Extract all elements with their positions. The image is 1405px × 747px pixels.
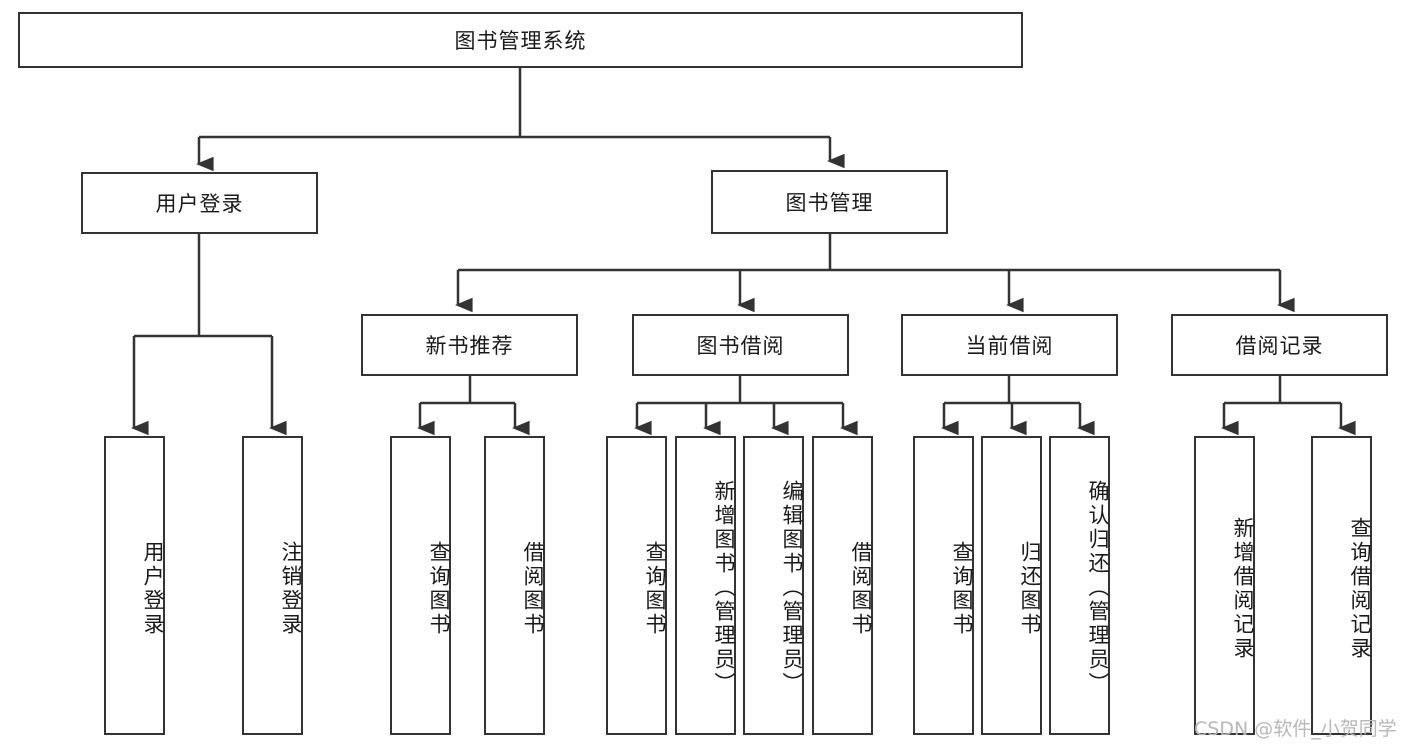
node-label: 图书管理: [785, 191, 874, 215]
leaf-add-book-admin[interactable]: 新增图书（管理员）: [675, 436, 736, 735]
node-label: 查询图书: [950, 540, 974, 637]
leaf-query-borrow-record[interactable]: 查询借阅记录: [1311, 436, 1372, 735]
leaf-user-login[interactable]: 用户登录: [104, 436, 165, 735]
leaf-confirm-return-admin[interactable]: 确认归还（管理员）: [1049, 436, 1110, 735]
leaf-query-book-current[interactable]: 查询图书: [913, 436, 974, 735]
node-label: 图书借阅: [696, 334, 785, 358]
node-book-management[interactable]: 图书管理: [711, 170, 948, 234]
leaf-edit-book-admin[interactable]: 编辑图书（管理员）: [743, 436, 804, 735]
leaf-query-book-borrow[interactable]: 查询图书: [606, 436, 667, 735]
node-label: 查询图书: [427, 540, 451, 637]
node-borrow-record[interactable]: 借阅记录: [1171, 314, 1388, 376]
node-new-book-recommend[interactable]: 新书推荐: [361, 314, 578, 376]
leaf-borrow-book[interactable]: 借阅图书: [812, 436, 873, 735]
node-label: 查询图书: [643, 540, 667, 637]
node-user-login[interactable]: 用户登录: [81, 172, 318, 234]
node-label: 用户登录: [141, 540, 165, 637]
node-label: 借阅图书: [521, 540, 545, 637]
node-label: 确认归还（管理员）: [1086, 479, 1110, 696]
node-label: 借阅记录: [1235, 334, 1324, 358]
node-label: 查询借阅记录: [1348, 516, 1372, 661]
node-root-book-management-system[interactable]: 图书管理系统: [18, 12, 1023, 68]
node-label: 用户登录: [155, 192, 244, 216]
node-label: 新增借阅记录: [1231, 516, 1255, 661]
node-book-borrow[interactable]: 图书借阅: [632, 314, 849, 376]
node-current-borrow[interactable]: 当前借阅: [901, 314, 1118, 376]
leaf-borrow-book-recommend[interactable]: 借阅图书: [484, 436, 545, 735]
node-label: 注销登录: [279, 540, 303, 637]
node-label: 编辑图书（管理员）: [780, 479, 804, 696]
node-label: 新增图书（管理员）: [712, 479, 736, 696]
leaf-query-book-recommend[interactable]: 查询图书: [390, 436, 451, 735]
watermark-text: CSDN @软件_小贺同学: [1194, 718, 1397, 740]
node-label: 借阅图书: [849, 540, 873, 637]
leaf-logout[interactable]: 注销登录: [242, 436, 303, 735]
node-label: 当前借阅: [965, 334, 1054, 358]
node-label: 图书管理系统: [454, 29, 587, 53]
node-label: 新书推荐: [425, 334, 514, 358]
node-label: 归还图书: [1018, 540, 1042, 637]
leaf-add-borrow-record[interactable]: 新增借阅记录: [1194, 436, 1255, 735]
leaf-return-book[interactable]: 归还图书: [981, 436, 1042, 735]
